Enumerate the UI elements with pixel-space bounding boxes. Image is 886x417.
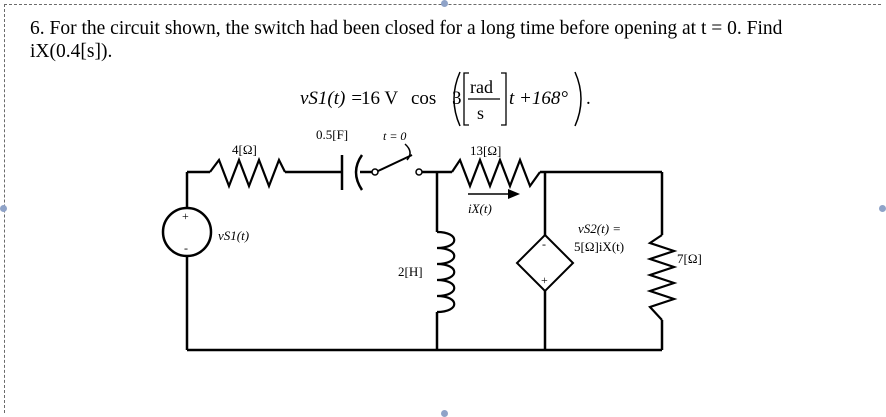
resize-handle-top[interactable] xyxy=(441,0,448,7)
equation-cos: cos xyxy=(411,88,436,109)
vs1-label: vS1(t) xyxy=(218,228,249,243)
inductor-label: 2[H] xyxy=(398,264,423,279)
unit-denominator: s xyxy=(477,103,484,123)
capacitor-label: 0.5[F] xyxy=(316,127,348,142)
resistor-r2: 13[Ω] xyxy=(451,143,541,190)
switch-blade-icon xyxy=(377,154,413,172)
resize-handle-bottom[interactable] xyxy=(441,410,448,417)
wires xyxy=(185,170,664,352)
problem-statement: 6. For the circuit shown, the switch had… xyxy=(30,17,870,63)
resistor-r1: 4[Ω] xyxy=(209,142,286,190)
r1-label: 4[Ω] xyxy=(232,142,257,157)
r3-label: 7[Ω] xyxy=(677,251,702,266)
problem-line-1: 6. For the circuit shown, the switch had… xyxy=(30,18,783,39)
vs1-minus: - xyxy=(184,241,188,255)
equation-coef: 3 xyxy=(452,88,462,109)
current-arrow-icon xyxy=(508,189,520,199)
left-bracket xyxy=(463,72,469,126)
resistor-r1-icon xyxy=(209,156,286,190)
r2-label: 13[Ω] xyxy=(470,143,501,158)
resize-handle-right[interactable] xyxy=(879,205,886,212)
equation-amplitude: 16 V xyxy=(361,88,398,109)
switch-arrow-icon xyxy=(404,143,411,161)
dependent-source: - + vS2(t) = 5[Ω]iX(t) xyxy=(515,221,624,293)
equation-end: . xyxy=(586,88,591,109)
switch-contact-left-icon xyxy=(371,168,379,176)
equation-t-term: t +168° xyxy=(509,88,568,109)
capacitor: 0.5[F] xyxy=(316,127,364,191)
current-label: iX(t) xyxy=(468,201,492,216)
switch: t = 0 xyxy=(371,129,423,176)
left-paren xyxy=(453,71,461,127)
dep-plus: + xyxy=(541,273,548,287)
right-paren xyxy=(574,71,582,127)
equation-lhs: vS1(t) = xyxy=(300,88,363,109)
vs1-plus: + xyxy=(182,209,189,223)
inductor: 2[H] xyxy=(398,230,456,314)
source-equation: vS1(t) = 16 V cos 3 rad s t +168° . xyxy=(300,71,591,127)
resistor-r2-icon xyxy=(451,156,541,190)
capacitor-curved-plate-icon xyxy=(354,154,364,191)
voltage-source-vs1: + - vS1(t) xyxy=(161,206,249,258)
inductor-coil-icon xyxy=(436,230,456,314)
right-bracket xyxy=(501,72,507,126)
current-ix: iX(t) xyxy=(468,189,520,216)
dep-label-line1: vS2(t) = xyxy=(578,221,621,236)
resistor-r3: 7[Ω] xyxy=(646,234,702,321)
resistor-r3-icon xyxy=(646,234,678,321)
source-circle-icon xyxy=(161,206,213,258)
unit-numerator: rad xyxy=(470,77,493,97)
dep-minus: - xyxy=(542,237,546,251)
switch-contact-right-icon xyxy=(415,168,423,176)
resize-handle-left[interactable] xyxy=(0,205,7,212)
dep-label-line2: 5[Ω]iX(t) xyxy=(574,239,624,254)
switch-label: t = 0 xyxy=(383,129,406,143)
dependent-source-diamond-icon xyxy=(515,233,575,293)
problem-line-2: iX(0.4[s]). xyxy=(30,41,113,62)
